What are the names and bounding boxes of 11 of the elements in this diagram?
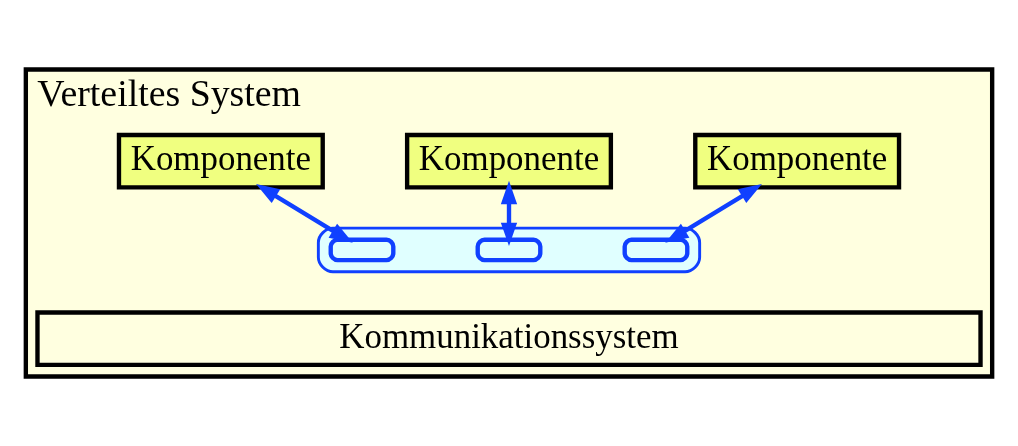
node-box: Kommunikationssystem (35, 310, 983, 368)
node-box (622, 237, 690, 263)
cluster (316, 226, 702, 274)
arrow (500, 180, 518, 247)
node-box (475, 237, 543, 263)
node-box: Komponente (693, 132, 902, 190)
node-box: Komponente (404, 132, 614, 190)
arrow (256, 184, 353, 243)
arrow (665, 184, 762, 243)
node-box (328, 237, 396, 263)
node-box: Komponente (116, 132, 325, 190)
